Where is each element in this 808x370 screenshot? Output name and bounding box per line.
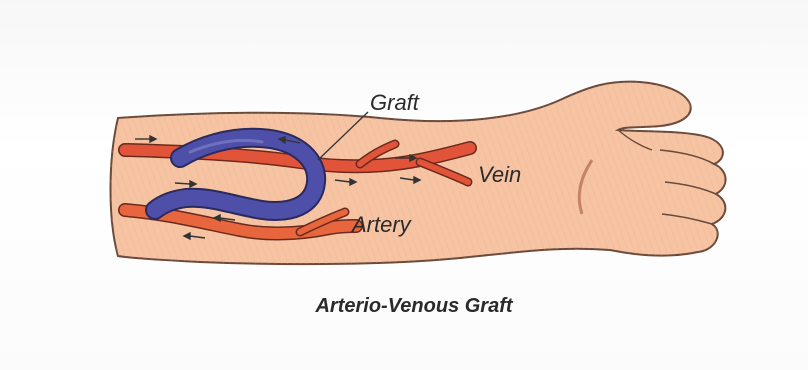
vein-label: Vein <box>478 162 521 187</box>
graft-label: Graft <box>370 90 420 115</box>
artery-label: Artery <box>350 212 413 237</box>
diagram-caption: Arterio-Venous Graft <box>314 295 513 317</box>
